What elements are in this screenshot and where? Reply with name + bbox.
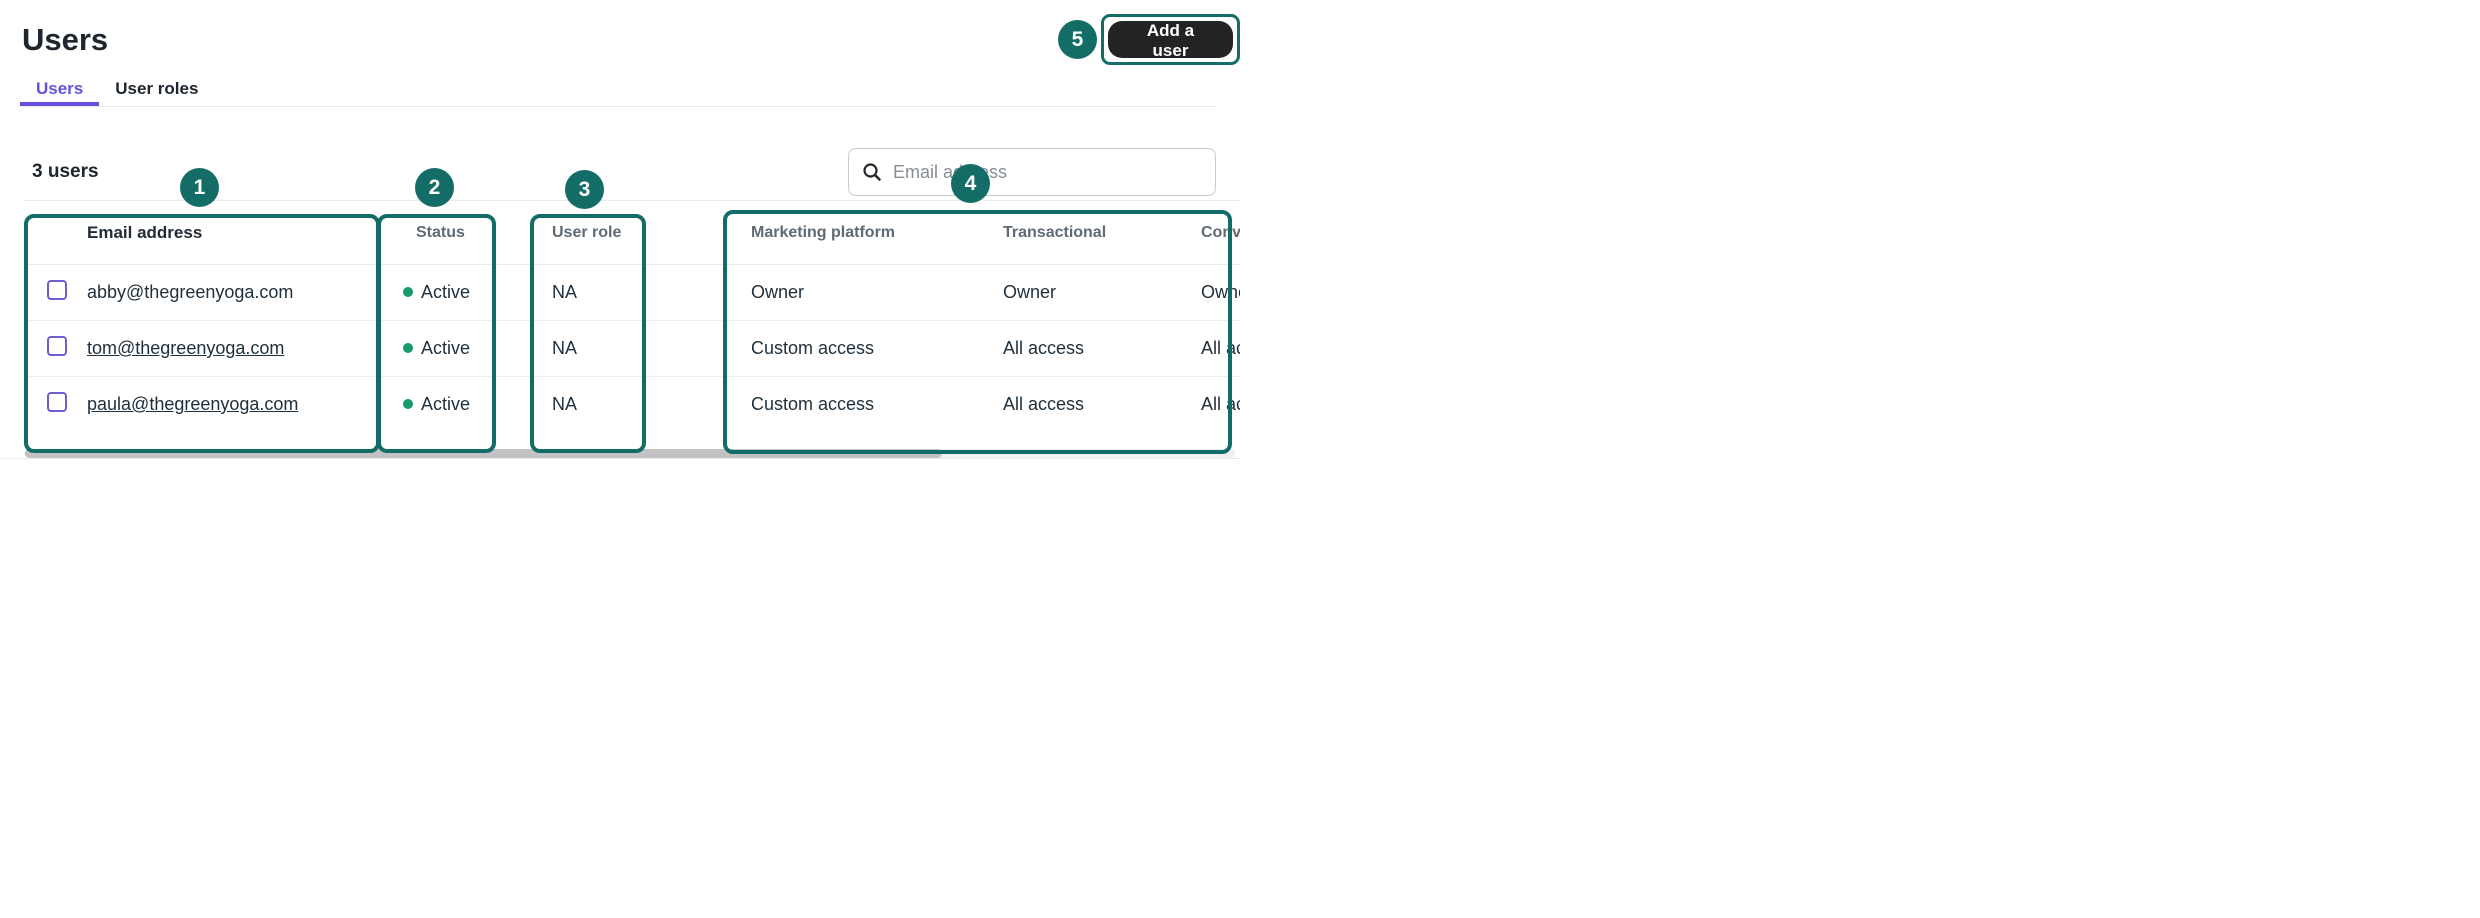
horizontal-scrollbar-track[interactable] <box>24 449 1235 458</box>
row-checkbox[interactable] <box>47 392 67 412</box>
users-table-wrap: Email address Status User role Marketing… <box>24 200 1240 432</box>
conversations-cell: All access <box>1201 394 1240 414</box>
table-header-row: Email address Status User role Marketing… <box>24 200 1240 265</box>
conversations-cell: Owner <box>1201 264 1240 321</box>
users-page: Users Add a user 5 Users User roles 3 us… <box>0 0 1240 459</box>
search-input[interactable] <box>848 148 1216 196</box>
status-cell: Active <box>421 338 471 358</box>
user-role-cell: NA <box>552 264 751 321</box>
select-column-header <box>24 200 87 265</box>
search-box <box>848 148 1216 196</box>
email-cell[interactable]: paula@thegreenyoga.com <box>87 394 299 414</box>
column-header-status: Status <box>403 200 552 265</box>
user-count-label: 3 users <box>32 161 99 182</box>
horizontal-scrollbar-thumb[interactable] <box>25 449 942 458</box>
transactional-cell: Owner <box>1003 264 1201 321</box>
page-title: Users <box>22 22 109 57</box>
tab-user-roles[interactable]: User roles <box>115 79 199 98</box>
table-row: abby@thegreenyoga.com Active NA Owner Ow… <box>24 264 1240 321</box>
user-role-cell: NA <box>552 320 751 377</box>
column-header-user-role: User role <box>552 200 751 265</box>
transactional-cell: All access <box>1003 394 1085 414</box>
status-dot-icon <box>403 399 413 409</box>
bottom-divider <box>0 458 1240 459</box>
tab-bar: Users User roles <box>20 66 1216 107</box>
table-row: paula@thegreenyoga.com Active NA Custom … <box>24 377 1240 433</box>
marketing-platform-cell: Custom access <box>751 394 875 414</box>
user-role-cell: NA <box>552 394 578 414</box>
transactional-cell: All access <box>1003 320 1201 377</box>
toolbar: 3 users <box>24 148 1216 196</box>
tab-users[interactable]: Users <box>20 66 100 106</box>
users-table: Email address Status User role Marketing… <box>24 200 1240 432</box>
status-dot-icon <box>403 343 413 353</box>
status-cell: Active <box>421 282 471 302</box>
annotation-box-5: Add a user <box>1101 14 1240 65</box>
row-checkbox[interactable] <box>47 336 67 356</box>
status-cell: Active <box>421 394 471 414</box>
email-cell: abby@thegreenyoga.com <box>87 282 294 302</box>
table-row: tom@thegreenyoga.com Active NA Custom ac… <box>24 320 1240 377</box>
status-dot-icon <box>403 287 413 297</box>
add-user-button[interactable]: Add a user <box>1108 21 1233 60</box>
column-header-conversations: Conversations <box>1201 200 1240 265</box>
column-header-marketing-platform: Marketing platform <box>751 200 1003 265</box>
column-header-email: Email address <box>87 200 403 265</box>
row-checkbox[interactable] <box>47 280 67 300</box>
email-cell[interactable]: tom@thegreenyoga.com <box>87 338 285 358</box>
marketing-platform-cell: Custom access <box>751 320 1003 377</box>
column-header-transactional: Transactional <box>1003 200 1201 265</box>
conversations-cell: All access <box>1201 320 1240 377</box>
marketing-platform-cell: Owner <box>751 264 1003 321</box>
